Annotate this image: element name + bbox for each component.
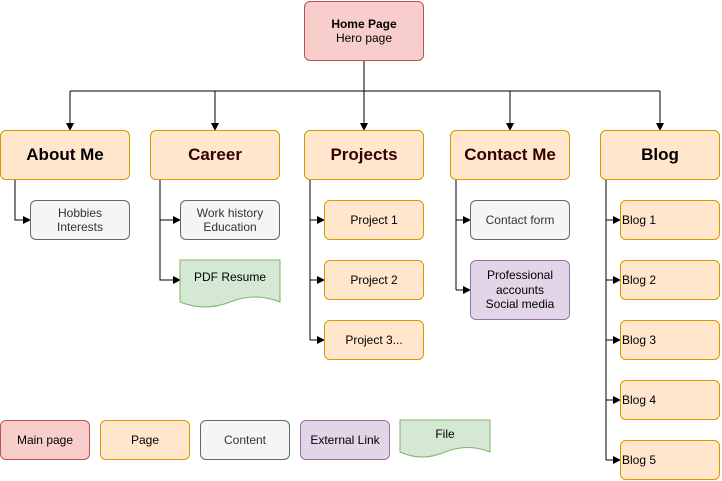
connector-career-resume	[159, 180, 181, 284]
project-1-node: Project 1	[324, 200, 424, 240]
blog-2-node: Blog 2	[620, 260, 720, 300]
home-page-subtitle: Hero page	[335, 31, 393, 45]
projects-node: Projects	[304, 130, 424, 180]
legend-file-label: File	[435, 427, 455, 441]
career-node: Career	[150, 130, 280, 180]
blog-5-node: Blog 5	[620, 440, 720, 480]
legend-external-link: External Link	[300, 420, 390, 460]
pdf-resume-label: PDF Resume	[193, 270, 267, 284]
contact-me-node: Contact Me	[450, 130, 570, 180]
project-2-node: Project 2	[324, 260, 424, 300]
pdf-resume-shape	[179, 259, 281, 308]
connector-career-work	[159, 180, 181, 224]
legend-content: Content	[200, 420, 290, 460]
about-me-node: About Me	[0, 130, 130, 180]
blog-1-node: Blog 1	[620, 200, 720, 240]
legend-file-shape	[399, 419, 491, 458]
project-3-node: Project 3...	[324, 320, 424, 360]
professional-accounts-node: Professional accounts Social media	[470, 260, 570, 320]
home-page-title: Home Page	[331, 16, 397, 31]
blog-3-node: Blog 3	[620, 320, 720, 360]
work-history-node: Work history Education	[180, 200, 280, 240]
legend-page: Page	[100, 420, 190, 460]
hobbies-interests-node: Hobbies Interests	[30, 200, 130, 240]
contact-form-node: Contact form	[470, 200, 570, 240]
legend-main-page: Main page	[0, 420, 90, 460]
connector-about-hobbies	[14, 180, 31, 224]
home-page-node: Home Page Hero page	[304, 1, 424, 61]
blog-node: Blog	[600, 130, 720, 180]
blog-4-node: Blog 4	[620, 380, 720, 420]
